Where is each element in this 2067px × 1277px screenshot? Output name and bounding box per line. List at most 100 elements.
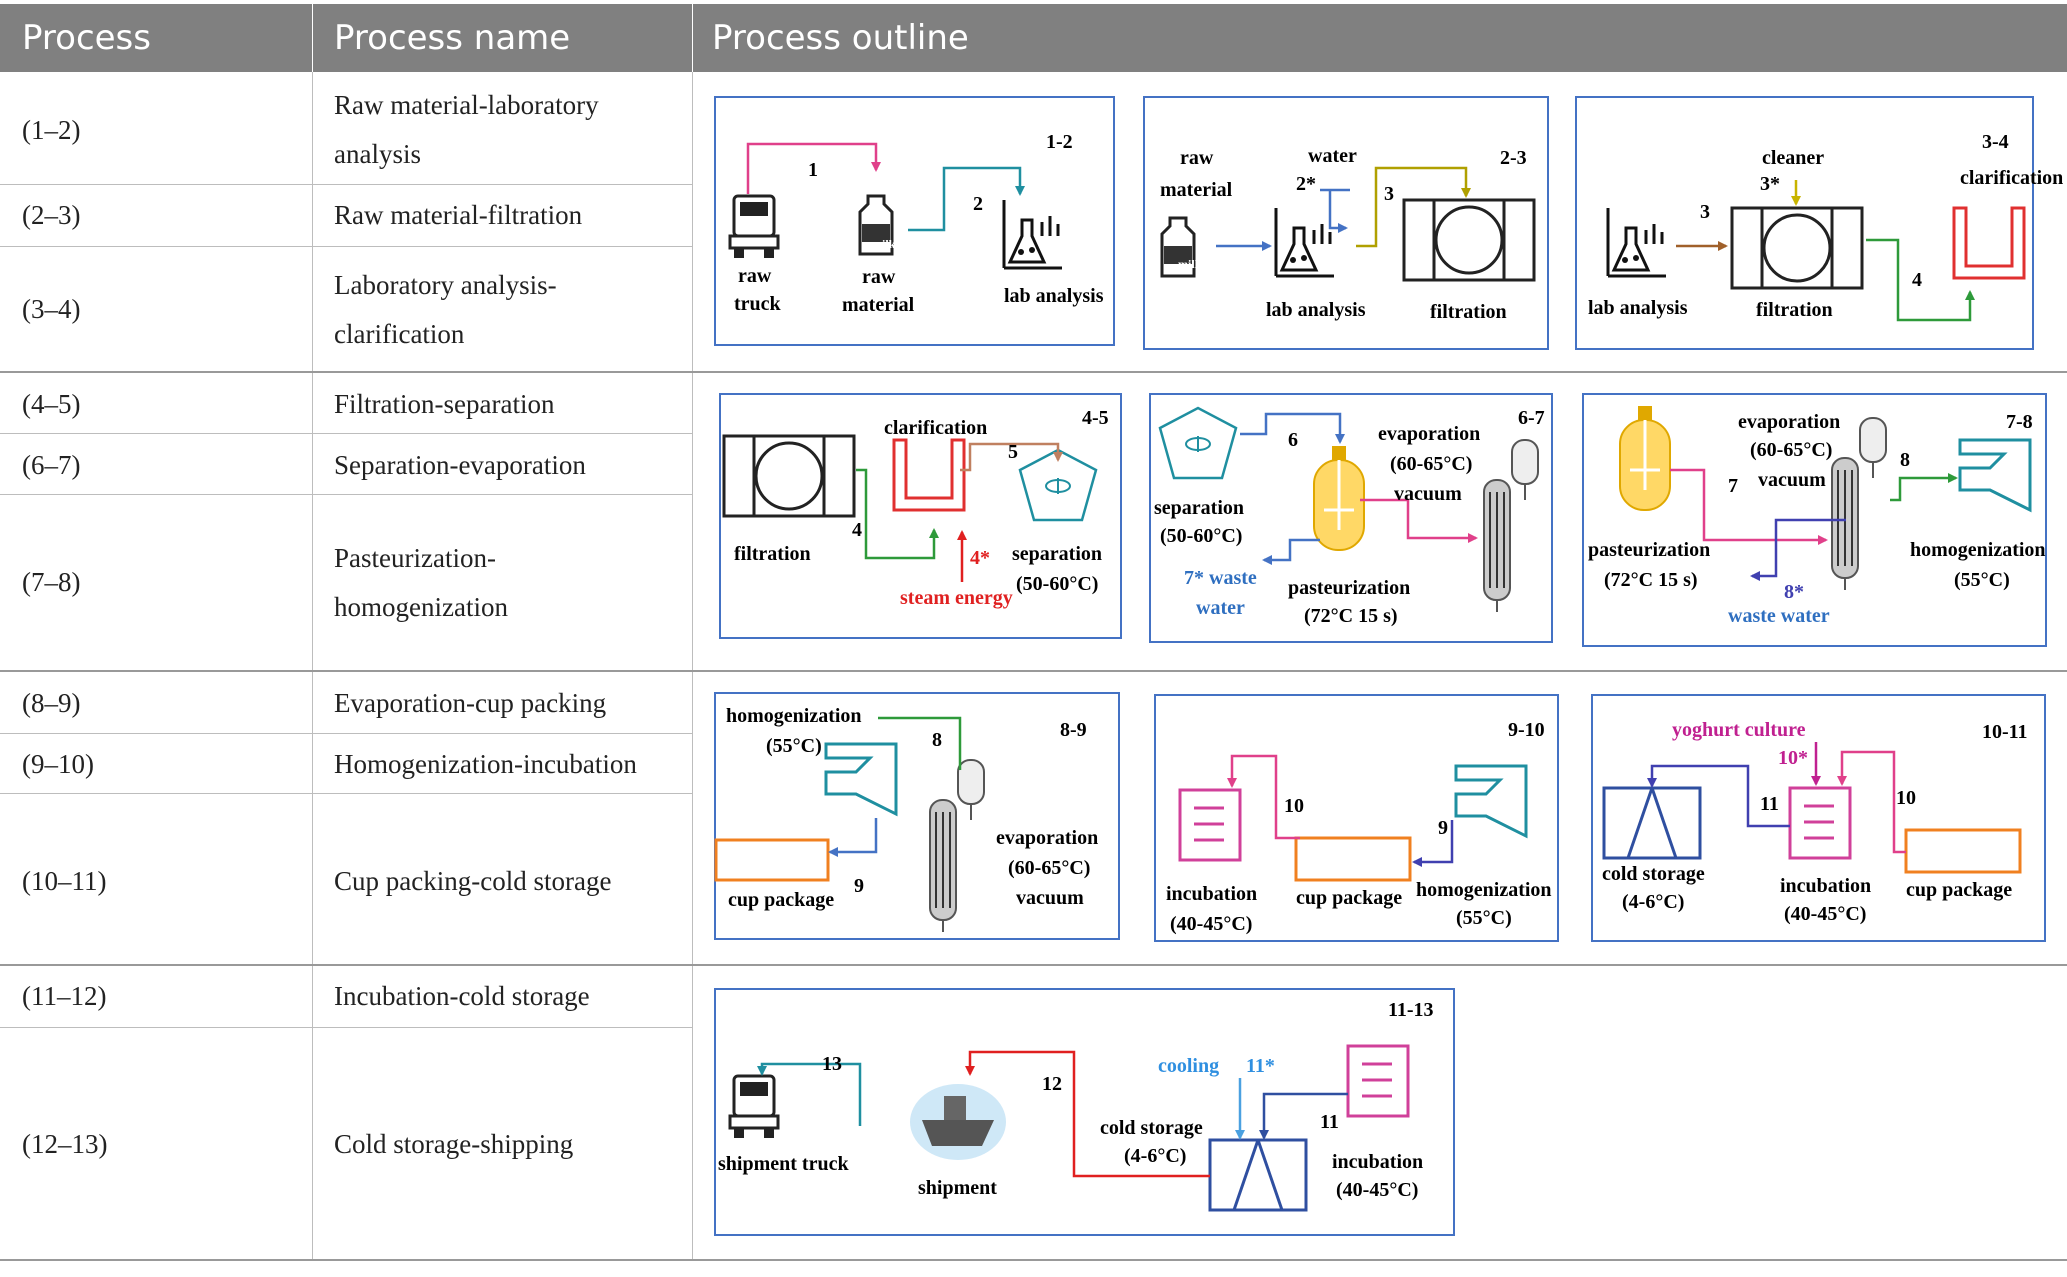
svg-text:clarification: clarification (1960, 167, 2063, 189)
svg-text:(50-60°C): (50-60°C) (1160, 525, 1242, 547)
diagram-1-2 (714, 96, 1115, 346)
svg-text:3-4: 3-4 (1982, 131, 2009, 153)
row-process-name: Raw material-filtration (334, 200, 583, 230)
svg-text:(60-65°C): (60-65°C) (1008, 857, 1090, 879)
svg-text:10*: 10* (1778, 747, 1808, 769)
svg-text:(50-60°C): (50-60°C) (1016, 573, 1098, 595)
svg-text:3: 3 (1384, 183, 1394, 205)
svg-text:4-5: 4-5 (1082, 407, 1109, 429)
row-process-id: (12–13) (22, 1129, 108, 1159)
svg-text:raw: raw (738, 265, 772, 287)
svg-text:homogenization: homogenization (1416, 879, 1552, 901)
svg-text:pasteurization: pasteurization (1288, 577, 1410, 599)
svg-text:filtration: filtration (1756, 299, 1833, 321)
svg-text:(4-6°C): (4-6°C) (1622, 891, 1684, 913)
svg-text:filtration: filtration (734, 543, 811, 565)
svg-text:evaporation: evaporation (1378, 423, 1480, 445)
svg-text:10: 10 (1896, 787, 1916, 809)
column-divider (312, 72, 313, 1260)
svg-text:separation: separation (1012, 543, 1102, 565)
svg-text:2*: 2* (1296, 173, 1316, 195)
row-process-name: Filtration-separation (334, 389, 555, 419)
group-divider (0, 670, 2067, 672)
svg-text:11: 11 (1320, 1111, 1339, 1133)
header-process-outline: Process outline (712, 18, 969, 58)
svg-text:9: 9 (1438, 817, 1448, 839)
svg-text:water: water (1308, 145, 1357, 167)
svg-text:vacuum: vacuum (1394, 483, 1462, 505)
svg-text:(40-45°C): (40-45°C) (1784, 903, 1866, 925)
row-process-id: (6–7) (22, 450, 81, 480)
row-process-id: (4–5) (22, 389, 81, 419)
svg-text:lab analysis: lab analysis (1004, 285, 1104, 307)
column-divider (692, 72, 693, 1260)
svg-text:(4-6°C): (4-6°C) (1124, 1145, 1186, 1167)
row-process-name: Separation-evaporation (334, 450, 586, 480)
svg-text:6: 6 (1288, 429, 1298, 451)
row-process-name: Pasteurization-homogenization (334, 543, 508, 622)
svg-text:9-10: 9-10 (1508, 719, 1545, 741)
svg-text:4*: 4* (970, 547, 990, 569)
svg-text:cup package: cup package (1296, 887, 1402, 909)
row-divider (0, 433, 692, 434)
svg-text:cup package: cup package (1906, 879, 2012, 901)
svg-text:clarification: clarification (884, 417, 987, 439)
svg-text:cooling: cooling (1158, 1055, 1219, 1077)
svg-text:evaporation: evaporation (1738, 411, 1840, 433)
svg-text:(72°C 15 s): (72°C 15 s) (1604, 569, 1698, 591)
diagram-3-4-content: 3-4 cleaner 3* clarification 3 4 lab ana… (1588, 131, 2063, 322)
header-process: Process (22, 18, 151, 58)
diagram-8-9 (714, 692, 1120, 940)
diagram-4-5-content: 4-5 clarification 5 4 4* filtration sepa… (722, 407, 1109, 609)
row-process-name: Evaporation-cup packing (334, 688, 607, 718)
cup-package-box (1294, 836, 1412, 882)
svg-text:6-7: 6-7 (1518, 407, 1545, 429)
svg-text:2-3: 2-3 (1500, 147, 1527, 169)
row-process-id: (9–10) (22, 749, 94, 779)
svg-text:8: 8 (932, 729, 942, 751)
svg-text:cold storage: cold storage (1602, 863, 1705, 885)
header-divider (312, 4, 313, 72)
svg-text:7: 7 (1728, 475, 1738, 497)
row-process-name: Cold storage-shipping (334, 1129, 574, 1159)
svg-text:11*: 11* (1246, 1055, 1275, 1077)
diagram-8-9-content: 8-9 homogenization (55°C) 8 9 evaporatio… (714, 705, 1098, 933)
header-process-name: Process name (334, 18, 571, 58)
svg-text:8-9: 8-9 (1060, 719, 1087, 741)
svg-text:(72°C 15 s): (72°C 15 s) (1304, 605, 1398, 627)
row-divider (0, 793, 692, 794)
row-process-id: (2–3) (22, 200, 81, 230)
svg-text:yoghurt culture: yoghurt culture (1672, 719, 1806, 741)
svg-text:3*: 3* (1760, 173, 1780, 195)
svg-text:4: 4 (852, 519, 862, 541)
svg-text:separation: separation (1154, 497, 1244, 519)
svg-text:truck: truck (734, 293, 782, 315)
svg-text:homogenization: homogenization (1910, 539, 2046, 561)
svg-text:8*: 8* (1784, 581, 1804, 603)
svg-text:12: 12 (1042, 1073, 1062, 1095)
svg-text:10-11: 10-11 (1982, 721, 2028, 743)
svg-text:milk: milk (1178, 257, 1202, 271)
row-divider (0, 246, 692, 247)
svg-text:11: 11 (1760, 793, 1779, 815)
svg-text:8: 8 (1900, 449, 1910, 471)
svg-text:incubation: incubation (1780, 875, 1871, 897)
group-divider (0, 371, 2067, 373)
svg-text:pasteurization: pasteurization (1588, 539, 1710, 561)
svg-text:(40-45°C): (40-45°C) (1336, 1179, 1418, 1201)
row-divider (0, 494, 692, 495)
row-process-id: (7–8) (22, 567, 81, 597)
svg-text:raw: raw (862, 266, 896, 288)
svg-text:4: 4 (1912, 269, 1922, 291)
svg-text:9: 9 (854, 875, 864, 897)
svg-text:waste water: waste water (1728, 605, 1830, 627)
svg-text:(55°C): (55°C) (1456, 907, 1512, 929)
svg-text:3: 3 (1700, 201, 1710, 223)
svg-text:raw: raw (1180, 147, 1214, 169)
svg-text:5: 5 (1008, 441, 1018, 463)
svg-text:evaporation: evaporation (996, 827, 1098, 849)
svg-text:lab analysis: lab analysis (1266, 299, 1366, 321)
svg-text:homogenization: homogenization (726, 705, 862, 727)
